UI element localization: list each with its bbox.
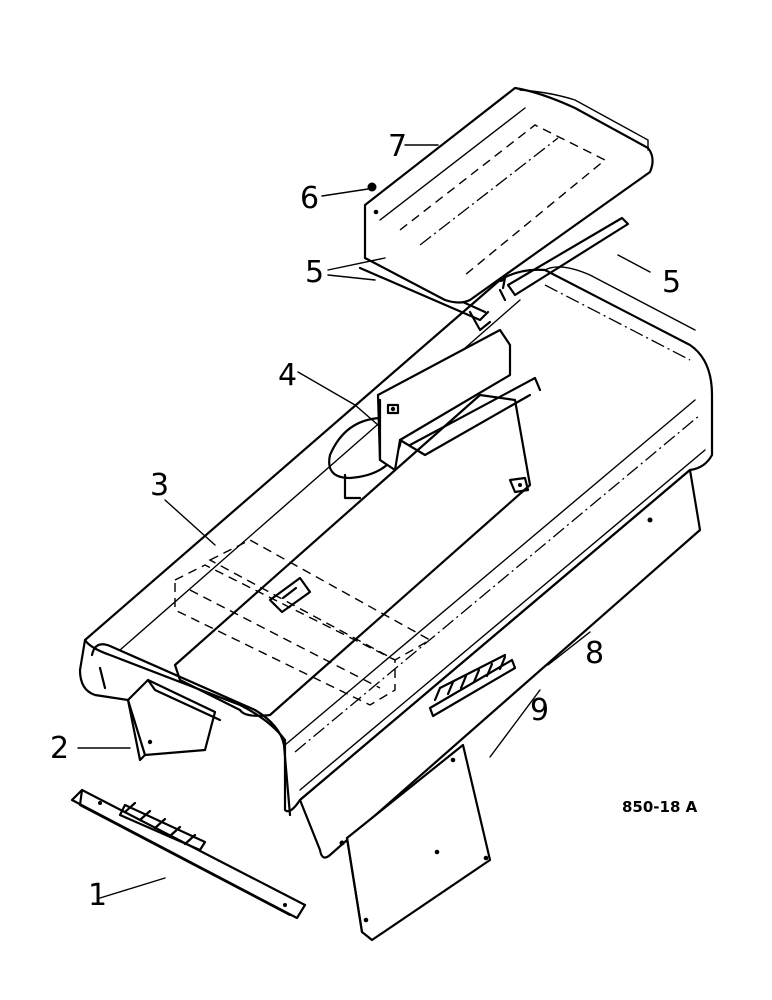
center-opening: [208, 539, 432, 661]
top-cover-panel: [363, 86, 654, 304]
bottom-grille-bar: [70, 788, 307, 920]
side-vent-louvers: [428, 653, 517, 718]
callout-3: 3: [150, 468, 169, 503]
reference-code: 850-18 A: [622, 798, 698, 816]
callout-9: 9: [530, 693, 549, 728]
callout-8: 8: [585, 636, 604, 671]
callout-5-right: 5: [662, 265, 681, 300]
callout-6: 6: [300, 181, 319, 216]
cover-fastener: [367, 182, 377, 192]
callout-2: 2: [50, 731, 69, 766]
hood-body: [78, 266, 714, 859]
leader-lines: [77, 144, 651, 899]
callout-7: 7: [388, 129, 407, 164]
side-access-panel: [345, 743, 492, 942]
top-recess-panel: [173, 393, 532, 717]
callout-labels: 1 2 3 4 5 5 6 7 8 9: [50, 129, 681, 913]
front-grille-panel: [126, 678, 222, 762]
callout-5-left: 5: [305, 255, 324, 290]
callout-4: 4: [278, 358, 297, 393]
mounting-bracket: [376, 328, 542, 494]
callout-1: 1: [88, 878, 107, 913]
